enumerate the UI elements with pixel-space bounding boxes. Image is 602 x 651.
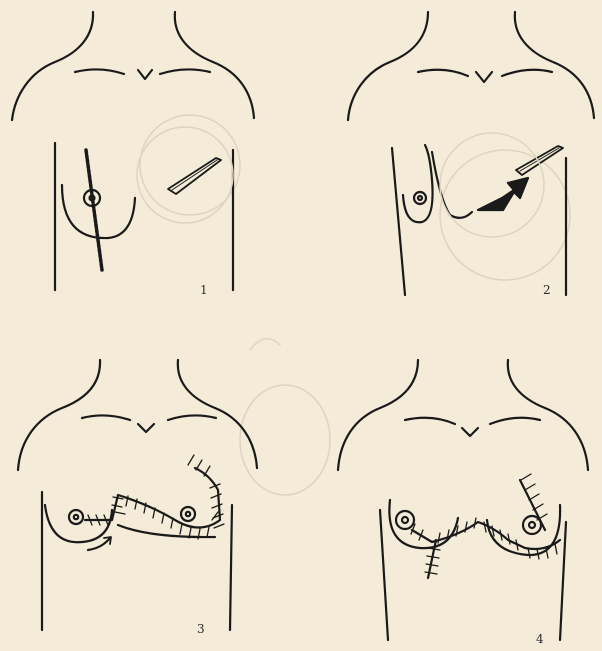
panel-1-excised-breast-outline — [137, 127, 233, 223]
panel-1-clavicle-right — [160, 69, 210, 74]
panel-3-nipple-left — [69, 510, 83, 524]
figure-number-3: 3 — [197, 622, 205, 636]
panel-1-neck-right — [175, 12, 254, 118]
panel-2-flap-right — [432, 152, 472, 218]
panel-3-clavicle-left — [82, 415, 130, 420]
figure-number-1: 1 — [200, 283, 208, 297]
panel-4-neck-right — [508, 360, 588, 470]
panel-2-torso-left — [392, 148, 405, 295]
panel-1-incision-line — [86, 150, 102, 270]
panel-3-nipple-right — [181, 507, 195, 521]
panel-2-sternal-notch — [476, 72, 492, 82]
panel-3-torso-right — [230, 505, 232, 630]
panel-4-figure — [338, 360, 588, 640]
panel-1-neck-left — [12, 12, 93, 120]
panel-2-flap-left — [403, 145, 433, 222]
panel-4-neck-left — [338, 360, 418, 470]
panel-1-figure — [12, 12, 254, 290]
panel-2-clavicle-left — [418, 70, 468, 76]
panel-1-sternal-notch — [138, 70, 152, 79]
panel-3-figure — [18, 360, 257, 630]
panel-3-neck-left — [18, 360, 100, 470]
panel-4-torso-left — [380, 510, 388, 640]
panel-1-scalpel — [168, 158, 221, 194]
panel-4-clavicle-left — [405, 418, 455, 424]
panel-4-breast-left — [389, 500, 458, 548]
panel-3-sternal-notch — [138, 424, 154, 432]
figure-number-4: 4 — [536, 632, 544, 646]
panel-3-clavicle-right — [168, 415, 216, 420]
panel-2-nipple — [414, 192, 426, 204]
panel-4-clavicle-right — [490, 418, 540, 424]
panel-4-nipple-left — [396, 511, 414, 529]
panel-2-reconstruction-outline — [440, 133, 544, 237]
figure-number-2: 2 — [543, 283, 551, 297]
panel-2-transfer-arrow — [478, 178, 528, 210]
panel-2-clavicle-right — [502, 70, 552, 76]
panel-4-sternal-notch — [462, 428, 478, 436]
panel-2-figure — [348, 12, 594, 295]
panel-1-clavicle-left — [75, 69, 124, 74]
panel-2-neck-right — [515, 12, 594, 118]
panel-2-neck-left — [348, 12, 428, 120]
